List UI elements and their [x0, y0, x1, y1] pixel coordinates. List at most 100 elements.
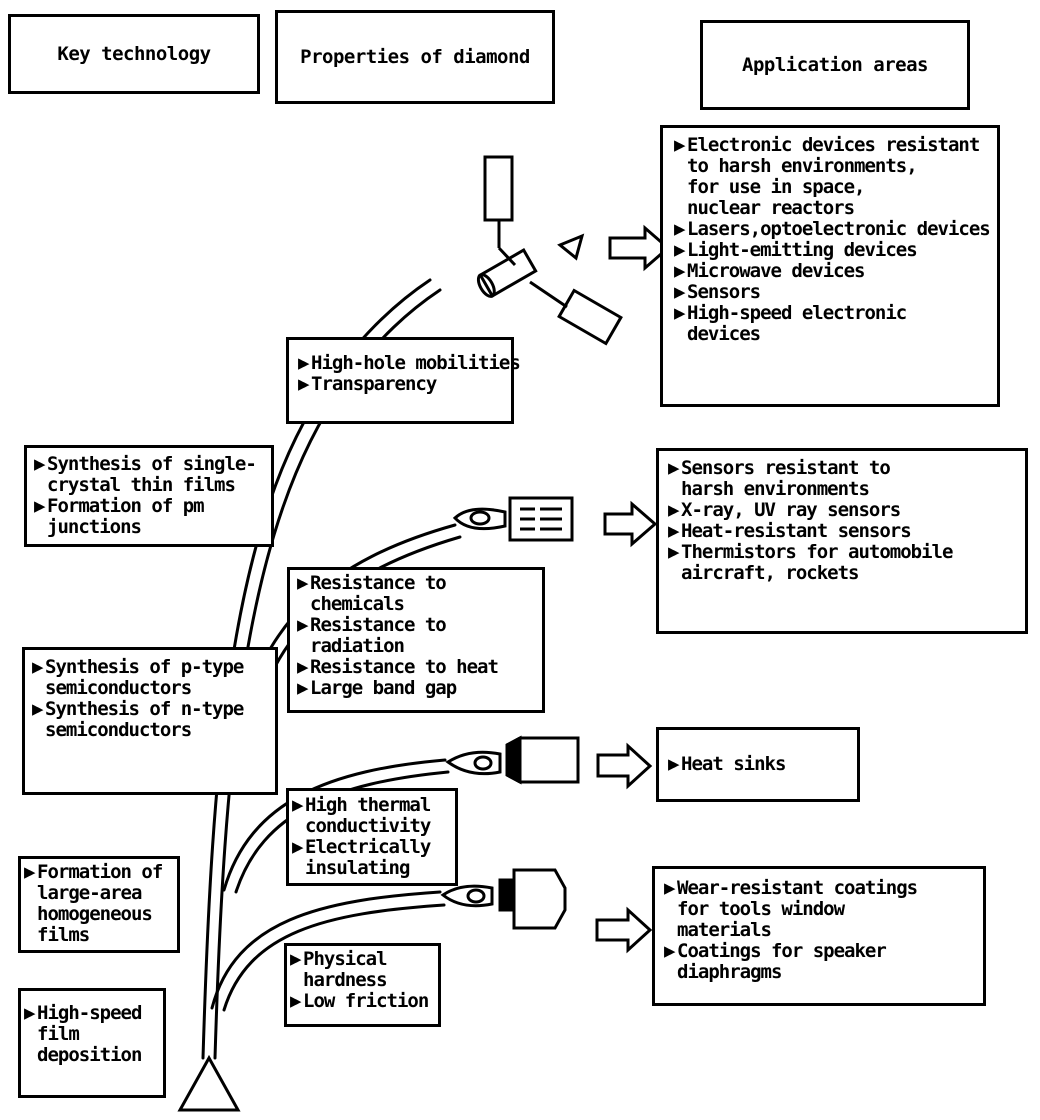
technology-pm-junction-1-text: junctions: [47, 516, 142, 538]
properties-resistance-radiation-1-text: radiation: [310, 635, 405, 657]
properties-mechanical-hardness-0-text: Physical: [303, 948, 388, 970]
tool-bit-icon: [440, 868, 567, 930]
list-item: ▶Formation of: [24, 861, 163, 883]
bullet-icon: ▶: [664, 940, 675, 962]
list-item: ▶Formation of pm: [34, 496, 256, 517]
applications-electronics-harsh-0-text: Electronic devices resistant: [687, 134, 980, 156]
base-triangle-icon: [177, 1054, 241, 1112]
properties-resistance-band-gap-text: Large band gap: [310, 677, 457, 699]
applications-electronics-microwave-text: Microwave devices: [687, 260, 865, 282]
list-item: ▶Coatings for speaker: [664, 941, 917, 962]
technology-large-area-0-text: Formation of: [37, 861, 163, 883]
list-item: ▶Electrically: [292, 836, 431, 858]
main-stem-inner: [213, 288, 442, 1060]
technology-n-type-0-text: Synthesis of n-type: [45, 698, 244, 720]
technology-high-speed-0-text: High-speed: [37, 1002, 142, 1024]
list-item: ▶Synthesis of p-type: [32, 657, 244, 678]
technology-large-area-3-text: films: [37, 924, 90, 946]
bullet-icon: ▶: [674, 134, 685, 156]
list-item: ▶Electronic devices resistant: [674, 135, 990, 156]
list-item: ▶Physical: [290, 949, 428, 970]
app-box-electronics: [660, 125, 1000, 407]
properties-optical-1-text: Transparency: [311, 373, 437, 395]
applications-electronics-harsh-1-text: to harsh environments,: [687, 155, 918, 177]
properties-resistance-chemicals-1-text: chemicals: [310, 593, 405, 615]
properties-resistance-radiation-0-text: Resistance to: [310, 614, 447, 636]
applications-sensors-xray-text: X-ray, UV ray sensors: [681, 499, 901, 521]
technology-large-area-2-text: homogeneous: [37, 903, 153, 925]
bullet-icon: ▶: [290, 948, 301, 970]
list-item: ▶High thermal: [292, 794, 431, 816]
app-list-electronics: ▶Electronic devices resistant to harsh e…: [674, 135, 991, 345]
bullet-icon: ▶: [298, 352, 309, 374]
bullet-icon: ▶: [668, 499, 679, 521]
list-item: ▶Resistance to heat: [297, 656, 499, 678]
bullet-icon: ▶: [674, 302, 685, 324]
technology-large-area-1-text: large-area: [37, 882, 142, 904]
prop-box-mechanical: [284, 943, 441, 1027]
list-item: ▶Microwave devices: [674, 261, 990, 282]
bullet-icon: ▶: [297, 677, 308, 699]
heat-sink-icon: [445, 735, 580, 785]
bullet-icon: ▶: [664, 877, 675, 899]
app-list-sensors: ▶Sensors resistant to harsh environments…: [668, 458, 953, 584]
app-box-sensors: [656, 448, 1028, 634]
properties-resistance-heat-text: Resistance to heat: [310, 656, 499, 678]
prop-list-thermal: ▶High thermal conductivity ▶Electrically…: [292, 794, 431, 879]
prop-box-thermal: [286, 788, 458, 886]
tech-box-large-area: [18, 856, 180, 953]
bullet-icon: ▶: [34, 495, 45, 517]
applications-electronics-lasers-text: Lasers,optoelectronic devices: [687, 218, 991, 240]
applications-coatings-wear-1-text: for tools window: [677, 898, 845, 920]
bullet-icon: ▶: [292, 836, 303, 858]
applications-electronics-harsh-2-text: for use in space,: [687, 176, 865, 198]
bullet-icon: ▶: [290, 990, 301, 1012]
bullet-icon: ▶: [297, 572, 308, 594]
technology-p-type-1-text: semiconductors: [45, 677, 192, 699]
list-item: ▶Resistance to: [297, 615, 498, 636]
bullet-icon: ▶: [674, 281, 685, 303]
list-item: ▶High-speed electronic: [674, 303, 990, 324]
list-item: ▶Light-emitting devices: [674, 240, 990, 261]
technology-n-type-1-text: semiconductors: [45, 719, 192, 741]
applications-heat-sinks-text: Heat sinks: [681, 753, 786, 775]
applications-electronics-high-speed-1-text: devices: [687, 323, 761, 345]
technology-high-speed-2-text: deposition: [37, 1044, 142, 1066]
app-box-coatings: [652, 866, 986, 1006]
optical-device-icon: [476, 155, 623, 346]
tech-list-large-area: ▶Formation of large-area homogeneous fil…: [24, 861, 163, 946]
properties-mechanical-friction-text: Low friction: [303, 990, 429, 1012]
sensor-chip-icon: [452, 496, 574, 542]
list-item: ▶Transparency: [298, 374, 520, 395]
bullet-icon: ▶: [24, 861, 35, 883]
applications-electronics-sensors-text: Sensors: [687, 281, 761, 303]
applications-sensors-heat-text: Heat-resistant sensors: [681, 520, 912, 542]
properties-resistance-chemicals-0-text: Resistance to: [310, 572, 447, 594]
bullet-icon: ▶: [297, 614, 308, 636]
tech-box-high-speed: [18, 988, 166, 1098]
properties-thermal-conductivity-0-text: High thermal: [305, 794, 431, 816]
properties-thermal-insulating-1-text: insulating: [305, 857, 410, 879]
arrow-to-electronics-icon: [608, 224, 671, 272]
list-item: ▶Low friction: [290, 990, 429, 1012]
applications-sensors-thermistors-1-text: aircraft, rockets: [681, 562, 859, 584]
app-box-heat-sinks: [656, 727, 860, 802]
list-item: ▶Heat-resistant sensors: [668, 521, 952, 542]
tech-box-thin-films: [24, 445, 274, 547]
bullet-icon: ▶: [668, 753, 679, 775]
tech-list-high-speed: ▶High-speed film deposition: [24, 1002, 142, 1066]
app-list-coatings: ▶Wear-resistant coatings for tools windo…: [664, 877, 918, 983]
applications-sensors-thermistors-0-text: Thermistors for automobile: [681, 541, 953, 563]
header-applications-label: Application areas: [742, 54, 928, 76]
prop-list-resistance: ▶Resistance to chemicals ▶Resistance to …: [297, 572, 499, 699]
applications-electronics-led-text: Light-emitting devices: [687, 239, 918, 261]
applications-coatings-speaker-0-text: Coatings for speaker: [677, 940, 887, 962]
header-properties-label: Properties of diamond: [300, 46, 530, 68]
list-item: ▶Lasers,optoelectronic devices: [674, 218, 991, 240]
bullet-icon: ▶: [292, 794, 303, 816]
arrow-to-heat-sinks-icon: [596, 742, 653, 790]
list-item: ▶Heat sinks: [668, 753, 786, 775]
technology-high-speed-1-text: film: [37, 1023, 80, 1045]
header-properties: Properties of diamond: [275, 10, 555, 104]
